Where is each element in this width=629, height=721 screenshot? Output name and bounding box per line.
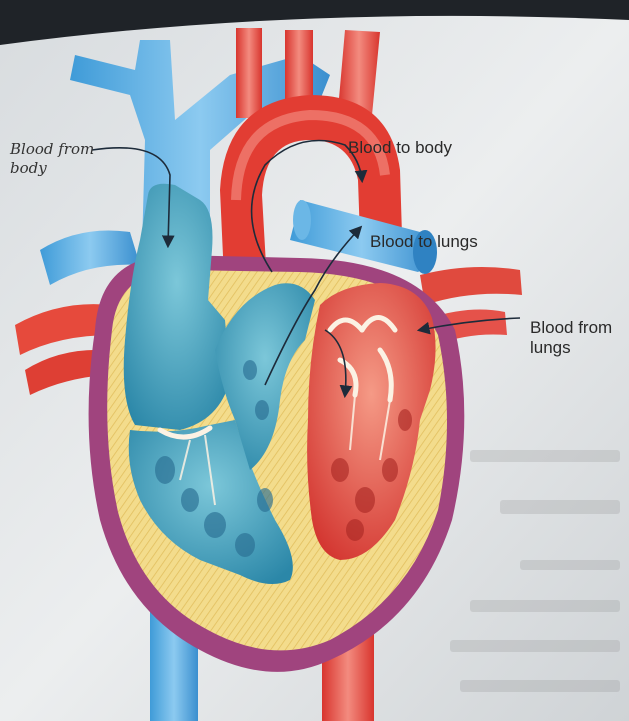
label-blood-to-lungs: Blood to lungs bbox=[370, 232, 478, 252]
label-blood-to-body: Blood to body bbox=[348, 138, 452, 158]
label-blood-from-body: Blood from body bbox=[10, 140, 94, 178]
aorta-branch-1 bbox=[236, 28, 262, 118]
label-blood-from-lungs: Blood from lungs bbox=[530, 318, 612, 358]
